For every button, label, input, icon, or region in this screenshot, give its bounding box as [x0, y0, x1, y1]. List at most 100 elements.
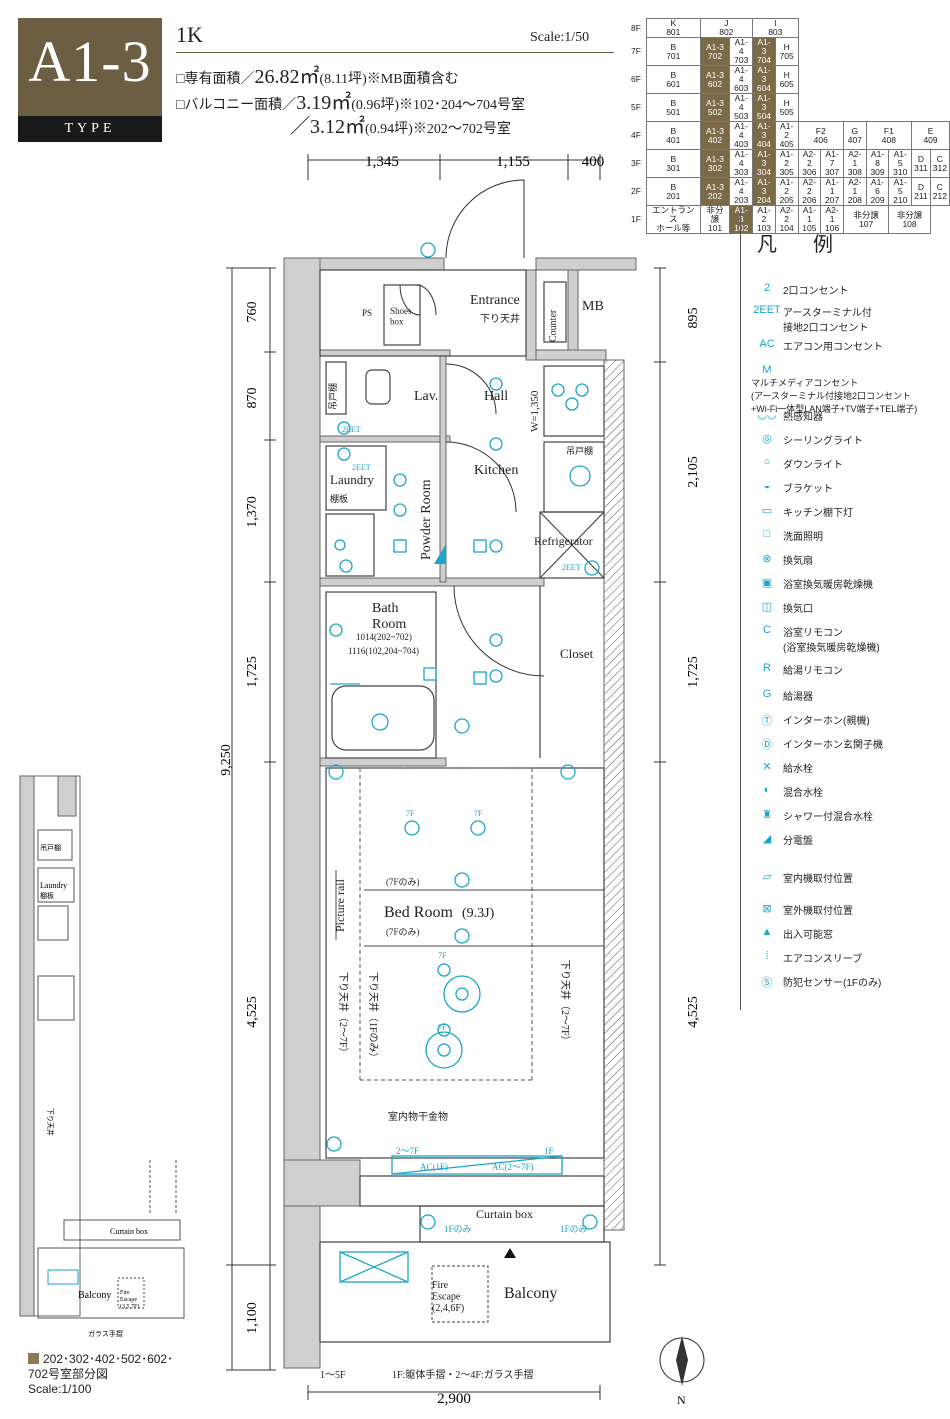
- laundry-shelf: 棚板: [330, 493, 348, 504]
- legend-item: Mマルチメディアコンセント (アースターミナル付接地2口コンセント +Wi-Fi…: [751, 364, 941, 415]
- legend-symbol-icon: ▣: [761, 577, 773, 589]
- matrix-cell: J 802: [699, 18, 754, 38]
- matrix-cell-a1-3: A1-3 402: [699, 121, 731, 150]
- matrix-cell: A1-6 209: [865, 177, 890, 206]
- dim-left-5: 4,525: [245, 996, 260, 1028]
- matrix-cell: B 301: [646, 149, 701, 178]
- matrix-cell-a1-3: A1-3 204: [752, 177, 776, 206]
- matrix-cell: K 801: [646, 18, 701, 38]
- matrix-cell-a1-3: A1-3 302: [699, 149, 731, 178]
- exclusive-area-value: 26.82㎡: [254, 66, 320, 88]
- kp-glass-rail: ガラス手摺: [88, 1329, 123, 1338]
- matrix-floor-label: 3F: [631, 158, 641, 168]
- matrix-cell: G 407: [842, 121, 867, 150]
- legend-item: ⊠室外機取付位置: [751, 902, 941, 917]
- picture-rail: Picture rail: [333, 878, 347, 932]
- matrix-cell: C 312: [929, 149, 950, 178]
- legend-text: 給水栓: [783, 764, 813, 775]
- legend-text: シャワー付混合水栓: [783, 812, 873, 823]
- room-closet: Closet: [560, 646, 594, 661]
- matrix-cell: B 701: [646, 37, 701, 66]
- legend-text: 浴室換気暖房乾燥機: [783, 580, 873, 591]
- legend-item: ◎シーリングライト: [751, 432, 941, 447]
- balcony-area-tsubo-1: (0.96坪): [351, 98, 400, 113]
- dropped-ceiling-mid: 下り天井（1Fのみ）: [367, 972, 380, 1063]
- matrix-cell: A1-2 205: [774, 177, 799, 206]
- matrix-floor-label: 7F: [631, 46, 641, 56]
- bath-size-2: 1116(102,204~704): [348, 646, 419, 656]
- dropped-ceiling-right: 下り天井（2～7F）: [559, 960, 572, 1046]
- dim-left-4: 1,725: [245, 656, 260, 688]
- legend-symbol-icon: 2EET: [753, 304, 781, 316]
- legend-text: 出入可能窓: [783, 930, 833, 941]
- compass-north: N: [677, 1393, 686, 1407]
- legend-symbol-icon: ▱: [762, 871, 772, 883]
- balcony-area-value-1: 3.19㎡: [296, 92, 352, 114]
- legend-item: ▲出入可能窓: [751, 926, 941, 941]
- legend-text: インターホン(親機): [783, 716, 870, 727]
- kp-shelf: 棚板: [40, 891, 54, 900]
- matrix-cell: D 211: [911, 177, 931, 206]
- left-dimensions: [226, 267, 276, 1371]
- legend-text: 給湯器: [783, 692, 813, 703]
- key-plan-scale: Scale:1/100: [28, 1382, 92, 1396]
- legend-text: 防犯センサー(1Fのみ): [783, 978, 882, 989]
- matrix-cell: A1-2 103: [752, 205, 776, 234]
- type-label: TYPE: [18, 116, 162, 142]
- matrix-cell-a1-3: A1-3 304: [752, 149, 776, 178]
- label-counter: Counter: [548, 309, 559, 342]
- legend-symbol-icon: ✕: [762, 761, 772, 773]
- compass: N: [659, 1336, 705, 1407]
- legend-symbol-icon: ◐: [763, 784, 771, 796]
- matrix-cell: B 401: [646, 121, 701, 150]
- label-mb: MB: [582, 299, 604, 314]
- matrix-cell-a1-3: A1-3 404: [752, 121, 776, 150]
- matrix-cell: B 601: [646, 65, 701, 94]
- legend-item: ⁞エアコンスリーブ: [751, 950, 941, 965]
- matrix-cell: A1-4 403: [729, 121, 754, 150]
- label-curtain-box: Curtain box: [476, 1207, 533, 1221]
- matrix-cell: D 311: [911, 149, 931, 178]
- matrix-cell: A2-2 206: [797, 177, 822, 206]
- matrix-cell: 非分譲 107: [842, 205, 890, 234]
- legend-text: ブラケット: [783, 484, 833, 495]
- equipment-symbols: [326, 242, 600, 1283]
- room-bedroom: Bed Room: [384, 904, 453, 921]
- matrix-cell: B 501: [646, 93, 701, 122]
- legend-text: 換気口: [783, 604, 813, 615]
- matrix-cell: C 212: [929, 177, 950, 206]
- legend-symbol-icon: ◫: [761, 601, 773, 613]
- key-plan: Laundry 棚板 吊戸棚 下り天井 Curtain box Balcony …: [19, 775, 185, 1338]
- matrix-cell: 非分譲 108: [888, 205, 931, 234]
- legend-symbol-icon: Ⓓ: [761, 739, 773, 751]
- exclusive-area-label: □専有面積／: [176, 72, 255, 87]
- sensor-note-left: 1Fのみ: [444, 1224, 472, 1234]
- exterior-wall-hatch: [603, 359, 625, 1231]
- bottom-dimension: [307, 1385, 601, 1400]
- ac-floor-right: 1F: [544, 1146, 554, 1156]
- matrix-cell: H 505: [774, 93, 799, 122]
- rail-note-right: 1F:躯体手摺・2～4F:ガラス手摺: [392, 1368, 533, 1381]
- matrix-cell: H 705: [774, 37, 799, 66]
- room-hall: Hall: [484, 389, 508, 404]
- dim-right-4: 4,525: [686, 996, 701, 1028]
- floor-plan: 1,345 1,155 400 760 870 1,370 1,725 4,52…: [19, 154, 705, 1407]
- legend-text: 給湯リモコン: [783, 666, 843, 677]
- matrix-floor-label: 1F: [631, 214, 641, 224]
- legend-item: ○ダウンライト: [751, 456, 941, 471]
- matrix-cell: A2-1 308: [842, 149, 867, 178]
- matrix-cell: A1-7 307: [820, 149, 844, 178]
- legend-symbol-icon: AC: [759, 338, 775, 350]
- light-7f-3: 7F: [438, 951, 447, 960]
- matrix-cell: H 605: [774, 65, 799, 94]
- matrix-cell-a1-3: A1-3 704: [752, 37, 776, 66]
